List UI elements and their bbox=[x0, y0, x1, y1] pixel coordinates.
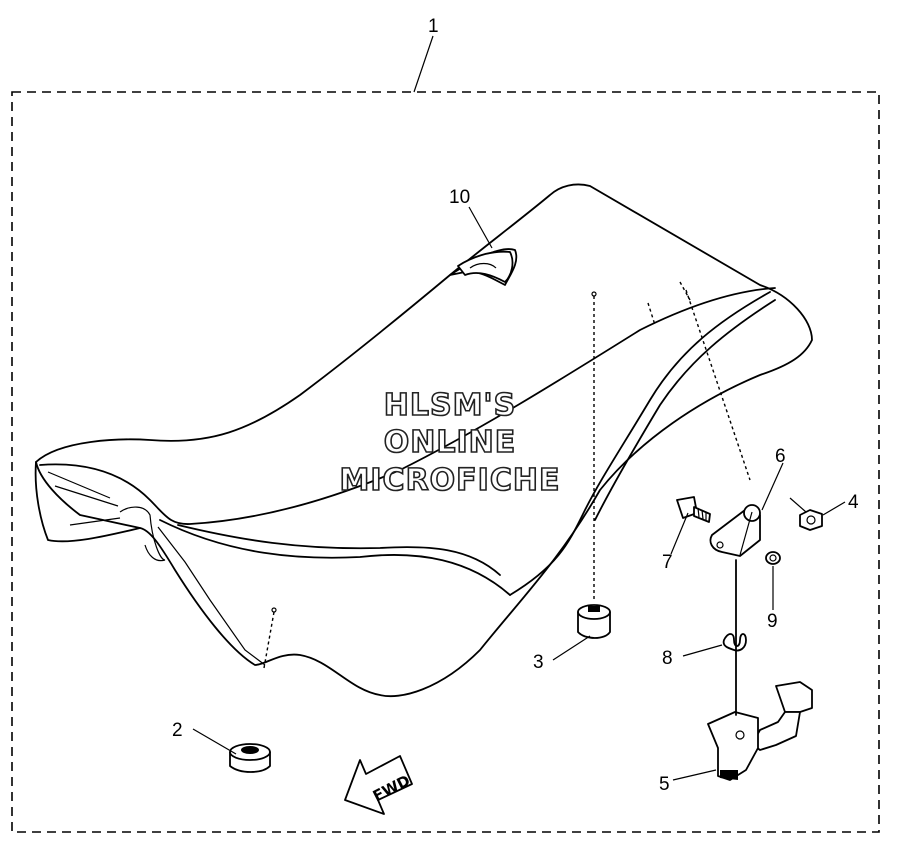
part-6-bracket bbox=[709, 504, 761, 557]
assembly-boundary bbox=[11, 91, 880, 833]
dash-part6 bbox=[685, 289, 751, 481]
watermark-line-3: MICROFICHE bbox=[340, 463, 561, 498]
watermark-line-2: ONLINE bbox=[384, 425, 517, 460]
watermark: HLSM'S ONLINE MICROFICHE bbox=[339, 387, 561, 499]
part-4-nut bbox=[799, 509, 823, 531]
part-9-washer bbox=[765, 551, 781, 565]
callout-numbers: 1 2 3 4 5 6 7 8 9 10 bbox=[172, 16, 859, 795]
part-10-bracket bbox=[457, 250, 514, 283]
callout-9: 9 bbox=[767, 611, 778, 632]
callout-10: 10 bbox=[449, 187, 470, 208]
callout-8: 8 bbox=[662, 648, 673, 669]
part-2-damper bbox=[229, 743, 271, 773]
callout-5: 5 bbox=[659, 774, 670, 795]
callout-2: 2 bbox=[172, 720, 183, 741]
callout-3: 3 bbox=[533, 652, 544, 673]
callout-7: 7 bbox=[662, 552, 673, 573]
callout-1: 1 bbox=[428, 16, 439, 37]
callout-6: 6 bbox=[775, 446, 786, 467]
leader-lines bbox=[192, 35, 846, 781]
part-5-latch bbox=[707, 681, 813, 781]
callout-4: 4 bbox=[848, 492, 859, 513]
part-3-damper bbox=[577, 604, 611, 639]
forward-direction-arrow: FWD bbox=[344, 755, 413, 815]
part-8-spring bbox=[722, 633, 747, 652]
part-7-bolt bbox=[676, 496, 711, 523]
watermark-line-1: HLSM'S bbox=[384, 388, 516, 423]
